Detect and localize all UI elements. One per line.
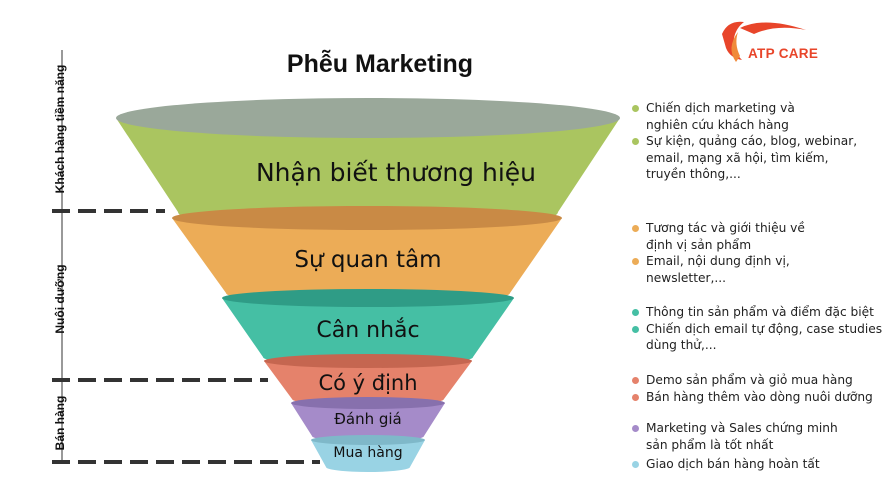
- bullet-dot-icon: [632, 309, 639, 316]
- bullet-text: sản phẩm là tốt nhất: [646, 437, 774, 452]
- bullet-item: Giao dịch bán hàng hoàn tất: [632, 456, 887, 473]
- bullet-group: Chiến dịch marketing và nghiên cứu khách …: [632, 100, 887, 183]
- funnel-layer-top-intent: [264, 354, 472, 368]
- bullet-group: Tương tác và giới thiệu về định vị sản ph…: [632, 220, 887, 286]
- side-label-nurturing: Nuôi dưỡng: [53, 264, 67, 334]
- funnel-layer-purchase: [311, 440, 425, 472]
- funnel-layer-consideration: [222, 298, 514, 366]
- funnel-layer-awareness: [116, 118, 620, 232]
- bullet-text: dùng thử,...: [646, 338, 717, 352]
- funnel-layer-top-purchase: [311, 435, 425, 445]
- atp-care-logo-icon: [722, 21, 806, 62]
- bullet-text: email, mạng xã hội, tìm kiếm,: [646, 150, 829, 165]
- bullet-item: Thông tin sản phẩm và điểm đặc biệt: [632, 304, 887, 321]
- side-label-sales: Bán hàng: [53, 395, 67, 451]
- bullet-text: nghiên cứu khách hàng: [646, 117, 789, 132]
- bullet-text: Tương tác và giới thiệu về: [646, 221, 805, 235]
- bullet-item: Tương tác và giới thiệu về định vị sản ph…: [632, 220, 887, 253]
- bullet-item: Demo sản phẩm và giỏ mua hàng: [632, 372, 887, 389]
- bullet-dot-icon: [632, 325, 639, 333]
- bullet-text: định vị sản phẩm: [646, 237, 752, 252]
- bullet-dot-icon: [632, 105, 639, 112]
- bullet-item: Sự kiện, quảng cáo, blog, webinar, email,…: [632, 133, 887, 183]
- funnel-layer-top-evaluation: [291, 397, 445, 409]
- funnel-layer-top-interest: [172, 206, 562, 230]
- bullet-item: Chiến dịch marketing và nghiên cứu khách …: [632, 100, 887, 133]
- funnel-layer-interest: [172, 218, 562, 305]
- bullet-text: Demo sản phẩm và giỏ mua hàng: [646, 373, 853, 387]
- funnel-layer-top-consideration: [222, 289, 514, 307]
- bullet-text: Email, nội dung định vị,: [646, 254, 790, 268]
- bullet-text: newsletter,...: [646, 270, 726, 285]
- bullet-text: Sự kiện, quảng cáo, blog, webinar,: [646, 134, 858, 148]
- bullet-dot-icon: [632, 225, 639, 232]
- bullet-dot-icon: [632, 393, 639, 401]
- funnel-layer-intent: [264, 361, 472, 406]
- bullet-item: Marketing và Sales chứng minh sản phẩm là…: [632, 420, 887, 453]
- bullet-item: Email, nội dung định vị, newsletter,...: [632, 253, 887, 286]
- bullet-text: truyền thông,...: [646, 167, 741, 181]
- side-label-prospects: Khách hàng tiềm năng: [53, 64, 67, 194]
- bullet-text: Chiến dịch email tự động, case studies: [646, 321, 883, 336]
- bullet-text: Chiến dịch marketing và: [646, 101, 795, 115]
- bullet-dot-icon: [632, 377, 639, 384]
- bullet-group: Marketing và Sales chứng minh sản phẩm là…: [632, 420, 887, 453]
- bullet-text: Giao dịch bán hàng hoàn tất: [646, 457, 820, 471]
- brand-name: ATP CARE: [748, 46, 819, 61]
- bullet-text: Bán hàng thêm vào dòng nuôi dưỡng: [646, 389, 873, 404]
- bullet-dot-icon: [632, 138, 639, 145]
- bullet-text: Marketing và Sales chứng minh: [646, 421, 838, 435]
- funnel-layer-evaluation: [291, 403, 445, 442]
- bullet-dot-icon: [632, 258, 639, 265]
- bullet-dot-icon: [632, 461, 639, 468]
- bullet-text: Thông tin sản phẩm và điểm đặc biệt: [646, 305, 874, 319]
- bullet-group: Giao dịch bán hàng hoàn tất: [632, 456, 887, 473]
- page-title: Phễu Marketing: [286, 50, 474, 78]
- bullet-item: Chiến dịch email tự động, case studies dù…: [632, 321, 887, 354]
- bullet-item: Bán hàng thêm vào dòng nuôi dưỡng: [632, 389, 887, 406]
- bullet-dot-icon: [632, 425, 639, 432]
- funnel-layer-top-awareness: [116, 98, 620, 138]
